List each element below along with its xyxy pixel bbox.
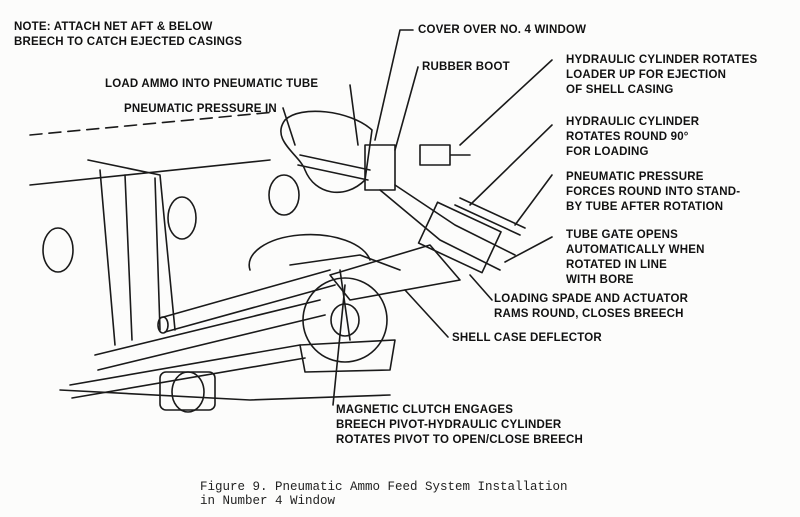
leader-rubber-boot — [394, 66, 419, 151]
label-line: LOADER UP FOR EJECTION — [566, 69, 727, 81]
window-2 — [167, 196, 197, 240]
hyd-eject-label: HYDRAULIC CYLINDER ROTATES LOADER UP FOR… — [566, 53, 757, 98]
shell-deflector-label: SHELL CASE DEFLECTOR — [452, 331, 602, 346]
window-cover — [280, 110, 373, 194]
rotating-chamber — [417, 201, 502, 274]
cover-flange — [364, 144, 396, 191]
label-line: FORCES ROUND INTO STAND- — [566, 186, 741, 198]
hyd-rotate-label: HYDRAULIC CYLINDER ROTATES ROUND 90° FOR… — [566, 115, 699, 160]
label-line: BREECH PIVOT-HYDRAULIC CYLINDER — [336, 419, 562, 431]
bottom-rail — [69, 344, 306, 399]
label-line: TUBE GATE OPENS — [566, 229, 679, 241]
note-label: NOTE: ATTACH NET AFT & BELOW BREECH TO C… — [14, 20, 242, 50]
pneumatic-feed-tube — [297, 154, 371, 181]
fuselage-top-edge — [29, 111, 276, 136]
solenoid-box — [419, 144, 471, 166]
note-line: BREECH TO CATCH EJECTED CASINGS — [14, 36, 243, 48]
label-text: COVER OVER NO. 4 WINDOW — [418, 24, 587, 36]
tube-gate-label: TUBE GATE OPENS AUTOMATICALLY WHEN ROTAT… — [566, 228, 705, 288]
caption-line: Figure 9. Pneumatic Ammo Feed System Ins… — [200, 480, 568, 494]
window-3 — [268, 174, 300, 216]
pneumatic-forces-label: PNEUMATIC PRESSURE FORCES ROUND INTO STA… — [566, 170, 740, 215]
leader-load-ammo — [349, 84, 359, 146]
label-line: BY TUBE AFTER ROTATION — [566, 201, 724, 213]
label-text: RUBBER BOOT — [422, 61, 510, 73]
label-line: HYDRAULIC CYLINDER ROTATES — [566, 54, 758, 66]
standby-tube-1 — [159, 269, 336, 333]
leader-loading-spade — [469, 274, 493, 301]
label-line: AUTOMATICALLY WHEN — [566, 244, 705, 256]
label-line: LOADING SPADE AND ACTUATOR — [494, 293, 689, 305]
label-line: ROTATES PIVOT TO OPEN/CLOSE BREECH — [336, 434, 584, 446]
pivot-linkage — [289, 254, 401, 341]
leader-pneumatic-in — [282, 107, 296, 146]
label-line: FOR LOADING — [566, 146, 649, 158]
standby-tube-2 — [94, 299, 326, 371]
leader-cover — [374, 29, 414, 141]
label-line: ROTATED IN LINE — [566, 259, 667, 271]
pneumatic-in-label: PNEUMATIC PRESSURE IN — [124, 102, 277, 117]
label-text: LOAD AMMO INTO PNEUMATIC TUBE — [105, 78, 319, 90]
leader-magnetic-clutch — [332, 284, 346, 406]
breech-wheel-outer — [302, 277, 388, 363]
label-line: RAMS ROUND, CLOSES BREECH — [494, 308, 684, 320]
magnetic-clutch-label: MAGNETIC CLUTCH ENGAGES BREECH PIVOT-HYD… — [336, 403, 583, 448]
label-text: SHELL CASE DEFLECTOR — [452, 332, 602, 344]
label-line: OF SHELL CASING — [566, 84, 674, 96]
label-line: MAGNETIC CLUTCH ENGAGES — [336, 404, 514, 416]
label-line: WITH BORE — [566, 274, 634, 286]
tube-end — [157, 316, 169, 334]
label-line: HYDRAULIC CYLINDER — [566, 116, 700, 128]
leader-tube-gate — [504, 236, 553, 263]
leader-hyd-eject — [459, 59, 553, 146]
label-line: PNEUMATIC PRESSURE — [566, 171, 704, 183]
label-text: PNEUMATIC PRESSURE IN — [124, 103, 277, 115]
label-line: ROTATES ROUND 90° — [566, 131, 689, 143]
leader-hyd-rotate — [469, 124, 553, 206]
cylinder-end-cap — [171, 371, 205, 413]
support-frame — [87, 159, 176, 346]
wheel-base — [299, 339, 396, 373]
loading-spade-label: LOADING SPADE AND ACTUATOR RAMS ROUND, C… — [494, 292, 688, 322]
figure-caption: Figure 9. Pneumatic Ammo Feed System Ins… — [200, 480, 568, 508]
window-1 — [42, 227, 74, 273]
leader-shell-deflector — [404, 289, 449, 338]
deflector-pan — [248, 233, 371, 271]
cover-window-label: COVER OVER NO. 4 WINDOW — [418, 23, 586, 38]
leader-pneumatic-forces — [514, 174, 553, 226]
caption-line: in Number 4 Window — [200, 494, 336, 508]
rubber-boot-label: RUBBER BOOT — [422, 60, 510, 75]
load-ammo-label: LOAD AMMO INTO PNEUMATIC TUBE — [105, 77, 318, 92]
note-line: NOTE: ATTACH NET AFT & BELOW — [14, 21, 213, 33]
fuselage-lower-line — [59, 389, 391, 401]
hydraulic-cylinder — [454, 197, 526, 236]
